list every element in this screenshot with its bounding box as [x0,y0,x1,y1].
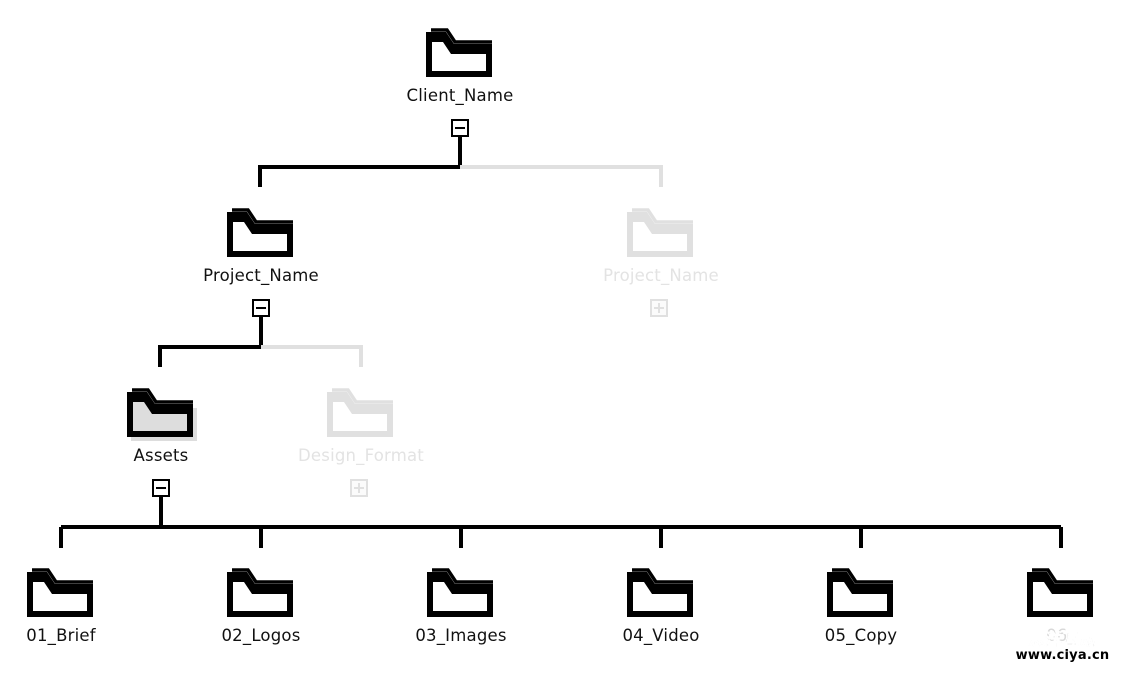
node-06-obscured[interactable]: 06_ [961,562,1125,645]
node-label: 05_Copy [824,626,898,645]
folder-icon [361,562,561,622]
folder-icon [161,202,361,262]
folder-icon [561,202,761,262]
minus-icon [156,486,166,490]
watermark-url: www.ciya.cn [1015,648,1110,663]
node-assets[interactable]: Assets [61,382,261,465]
node-label: 01_Brief [26,626,96,645]
connector-client-to-project-right [460,165,663,187]
node-01-brief[interactable]: 01_Brief [0,562,161,645]
folder-icon [0,562,161,622]
node-project-name-left[interactable]: Project_Name [161,202,361,285]
toggle-collapse-project-name-left[interactable] [252,299,270,317]
node-label: 02_Logos [221,626,301,645]
folder-icon [961,562,1125,622]
watermark-chinese: 思洋互动 [1028,630,1097,649]
node-label: Assets [133,446,189,465]
toggle-expand-project-name-right[interactable] [650,299,668,317]
node-02-logos[interactable]: 02_Logos [161,562,361,645]
toggle-expand-design-format[interactable] [350,479,368,497]
plus-vertical-icon [657,303,661,313]
node-label: Client_Name [406,86,514,105]
plus-vertical-icon [357,483,361,493]
node-label: 06_ [1046,626,1076,645]
node-client-name[interactable]: Client_Name [360,22,560,105]
node-design-format[interactable]: Design_Format [261,382,461,465]
folder-icon [61,382,261,442]
node-05-copy[interactable]: 05_Copy [761,562,961,645]
minus-icon [455,126,465,130]
watermark: 思洋互动 www.ciya.cn [1005,630,1120,663]
toggle-collapse-assets[interactable] [152,479,170,497]
node-label: 03_Images [415,626,507,645]
node-03-images[interactable]: 03_Images [361,562,561,645]
node-project-name-right[interactable]: Project_Name [561,202,761,285]
folder-icon [761,562,961,622]
node-04-video[interactable]: 04_Video [561,562,761,645]
folder-icon [261,382,461,442]
folder-icon [561,562,761,622]
node-label: Project_Name [203,266,319,285]
node-label: 04_Video [622,626,700,645]
folder-icon [360,22,560,82]
connector-project-to-assets [158,314,263,367]
folder-icon [161,562,361,622]
toggle-collapse-client-name[interactable] [451,119,469,137]
connector-project-to-design-format [261,345,363,367]
connector-client-to-project-left [258,134,462,187]
minus-icon [256,306,266,310]
node-label: Design_Format [298,446,424,465]
node-label: Project_Name [603,266,719,285]
